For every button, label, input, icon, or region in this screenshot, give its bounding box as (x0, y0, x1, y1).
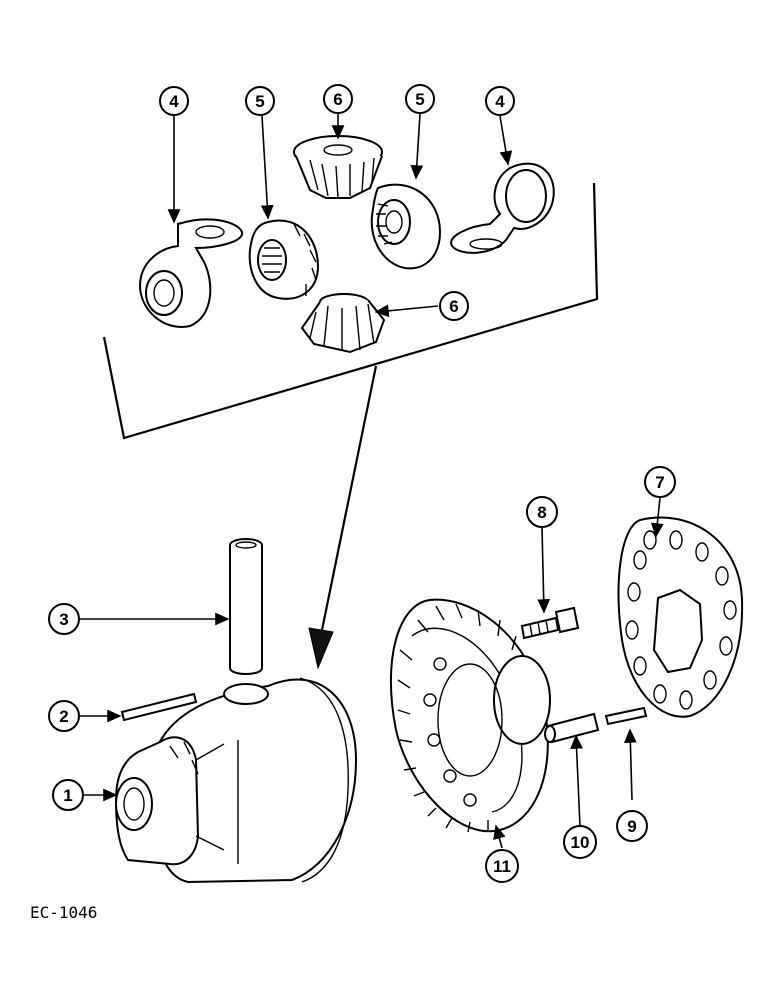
hex-bolt (520, 606, 580, 640)
side-gear-left (248, 219, 320, 300)
differential-housing (114, 677, 358, 884)
callout-5-right: 5 (405, 84, 435, 114)
callout-label: 1 (63, 786, 72, 805)
ring-gear (389, 598, 551, 833)
dowel-pin (604, 706, 648, 726)
callout-label: 5 (415, 90, 424, 109)
callout-9: 9 (616, 810, 648, 842)
callout-label: 6 (333, 90, 342, 109)
cross-shaft-pin (229, 538, 263, 675)
callout-label: 5 (255, 92, 264, 111)
assembly-arrow-head (308, 627, 334, 670)
callout-7: 7 (644, 466, 676, 498)
callout-label: 4 (495, 92, 505, 111)
sleeve (544, 712, 600, 744)
spider-gear-group (102, 135, 599, 670)
thrust-washer-right (450, 162, 555, 254)
callout-1: 1 (52, 779, 84, 811)
callout-label: 10 (571, 833, 590, 852)
callout-4-left: 4 (159, 86, 189, 116)
callout-label: 3 (59, 610, 68, 629)
callout-label: 9 (627, 817, 636, 836)
callout-label: 8 (537, 503, 546, 522)
figure-reference: EC-1046 (30, 903, 97, 922)
callout-6-bottom: 6 (439, 291, 469, 321)
callout-5-left: 5 (245, 86, 275, 116)
callout-label: 4 (169, 92, 179, 111)
group-bracket (102, 182, 599, 440)
callout-4-right: 4 (485, 86, 515, 116)
callout-8: 8 (526, 496, 558, 528)
callout-label: 6 (449, 297, 458, 316)
callout-label: 2 (59, 707, 68, 726)
thrust-washer-left (138, 218, 243, 328)
callout-label: 11 (493, 857, 511, 876)
callout-3: 3 (48, 603, 80, 635)
side-gear-right (370, 183, 442, 270)
callout-11: 11 (485, 849, 519, 883)
pinion-gear-top (293, 135, 383, 199)
assembly-arrow (320, 365, 378, 631)
callout-6-top: 6 (323, 84, 353, 114)
callout-10: 10 (563, 825, 597, 859)
leader-lines (80, 113, 664, 849)
lock-plate (617, 516, 744, 718)
callout-2: 2 (48, 700, 80, 732)
roll-pin (120, 692, 198, 722)
callout-label: 7 (655, 473, 664, 492)
pinion-gear-bottom (300, 293, 386, 354)
